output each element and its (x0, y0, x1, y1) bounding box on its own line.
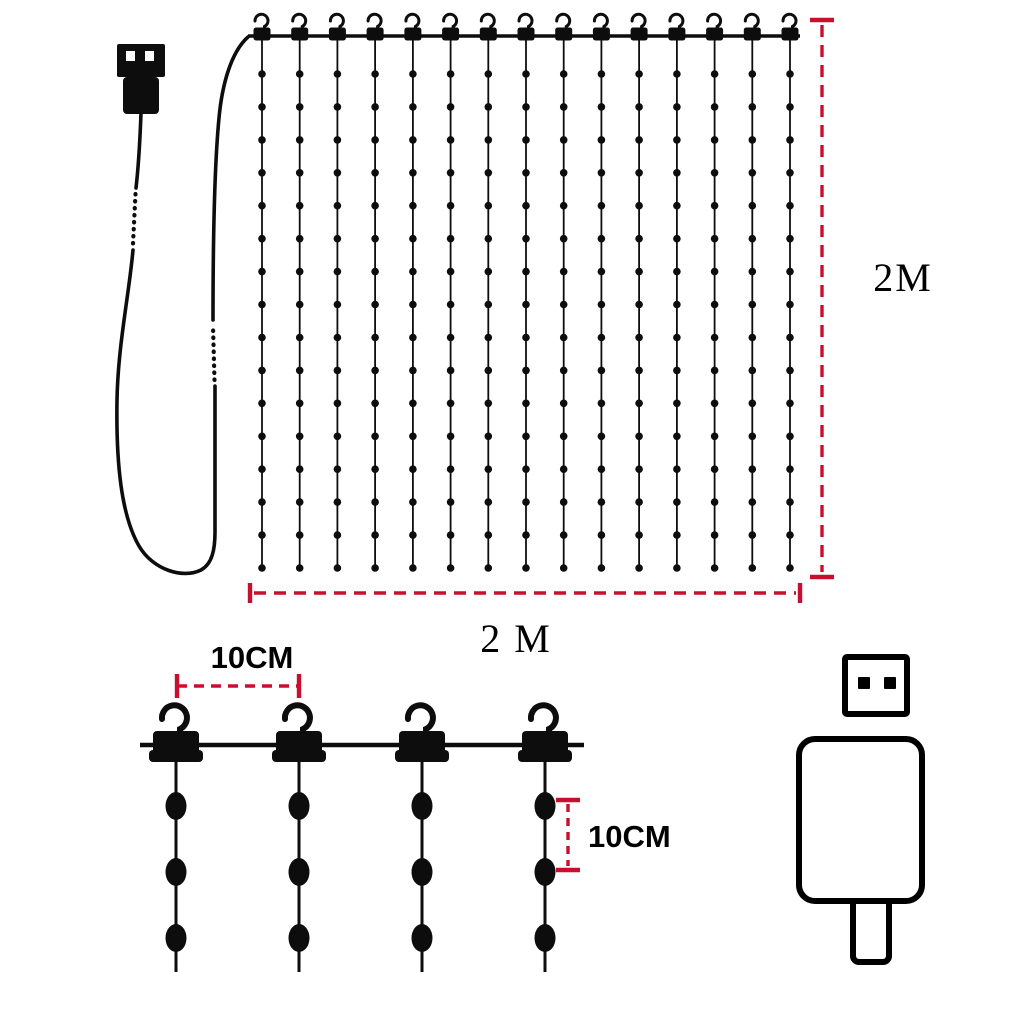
detail-strands (149, 702, 572, 972)
hanging-hook-icon (479, 12, 496, 33)
led-bead (165, 858, 187, 886)
led-bead (288, 792, 310, 820)
curtain-strand (328, 12, 346, 572)
led-bead (165, 792, 187, 820)
hanging-hook-icon (743, 12, 760, 33)
detail-strand (149, 702, 203, 972)
curtain-strand (517, 12, 535, 572)
led-bead (165, 924, 187, 952)
hanging-hook-icon (668, 12, 685, 33)
curtain-strand (442, 12, 460, 572)
hanging-hook-icon (527, 702, 559, 739)
curtain-strand (668, 12, 686, 572)
curtain-strand (291, 12, 309, 572)
detail-strand (395, 702, 449, 972)
detail-strand (272, 702, 326, 972)
spacing-detail: 10CM 10CM (140, 640, 671, 972)
led-spacing-label: 10CM (588, 819, 671, 854)
hanging-hook-icon (291, 12, 308, 33)
led-bead (411, 858, 433, 886)
curtain-strand (706, 12, 724, 572)
hanging-hook-icon (630, 12, 647, 33)
hook-spacing-dimension: 10CM (174, 640, 302, 698)
power-cable (115, 35, 250, 576)
hanging-hook-icon (706, 12, 723, 33)
curtain-strand (555, 12, 573, 572)
led-bead (411, 792, 433, 820)
hanging-hook-icon (781, 12, 798, 33)
light-curtain (248, 12, 800, 572)
hanging-hook-icon (442, 12, 459, 33)
led-bead (534, 792, 556, 820)
hanging-hook-icon (328, 12, 345, 33)
hanging-hook-icon (253, 12, 270, 33)
hanging-hook-icon (281, 702, 313, 739)
led-bead (534, 924, 556, 952)
curtain-strand (781, 12, 799, 572)
width-dimension: 2 M (247, 583, 803, 661)
hanging-hook-icon (404, 12, 421, 33)
hanging-hook-icon (366, 12, 383, 33)
led-bead (411, 924, 433, 952)
width-dimension-label: 2 M (480, 616, 552, 661)
hanging-hook-icon (158, 702, 190, 739)
hanging-hook-icon (555, 12, 572, 33)
curtain-strands (253, 12, 799, 572)
hanging-hook-icon (404, 702, 436, 739)
detail-strand (518, 702, 572, 972)
curtain-strand (743, 12, 761, 572)
height-dimension: 2M (810, 17, 933, 580)
hook-spacing-label: 10CM (211, 640, 294, 675)
usb-plug-icon (796, 654, 925, 965)
led-bead (288, 924, 310, 952)
hanging-hook-icon (517, 12, 534, 33)
curtain-strand (404, 12, 422, 572)
curtain-strand (630, 12, 648, 572)
led-bead (288, 858, 310, 886)
curtain-strand (479, 12, 497, 572)
led-spacing-dimension: 10CM (556, 797, 671, 873)
height-dimension-label: 2M (873, 255, 933, 300)
usb-connector-icon (117, 44, 165, 114)
hanging-hook-icon (592, 12, 609, 33)
curtain-strand (253, 12, 271, 572)
curtain-strand (366, 12, 384, 572)
led-bead (534, 858, 556, 886)
curtain-strand (592, 12, 610, 572)
